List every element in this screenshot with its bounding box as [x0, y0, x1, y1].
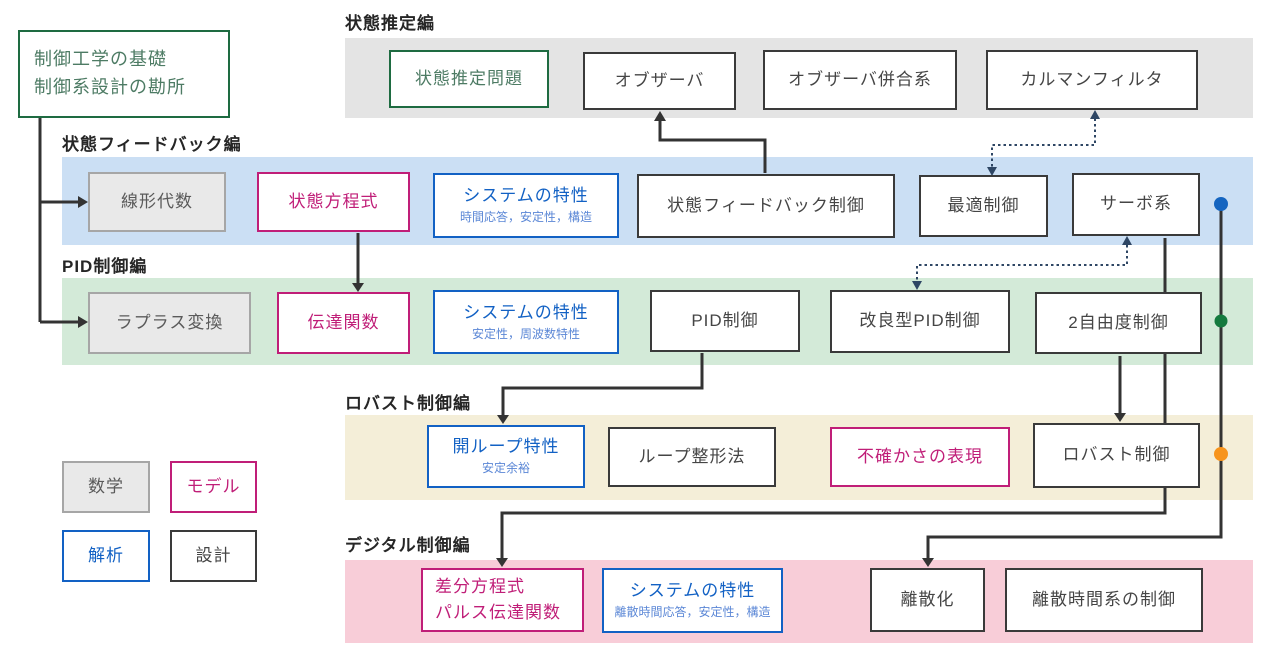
- node-sublabel: 安定性，周波数特性: [471, 326, 580, 341]
- legend-model: モデル: [170, 461, 257, 513]
- node-sublabel: 離散時間応答，安定性，構造: [614, 605, 771, 620]
- node-system-props-state-feedback: システムの特性 時間応答，安定性，構造: [433, 173, 619, 238]
- node-label: 2自由度制御: [1068, 312, 1169, 332]
- node-state-feedback-control: 状態フィードバック制御: [637, 174, 895, 238]
- node-laplace-transform: ラプラス変換: [88, 292, 251, 354]
- node-label: 最適制御: [947, 195, 1020, 215]
- node-label: システムの特性: [629, 581, 756, 601]
- node-label: 開ループ特性: [452, 437, 560, 457]
- node-label: 不確かさの表現: [857, 446, 983, 466]
- node-kalman-filter: カルマンフィルタ: [986, 50, 1198, 110]
- node-label: 状態推定問題: [415, 68, 523, 88]
- node-optimal-control: 最適制御: [919, 175, 1048, 237]
- node-label: 状態フィードバック制御: [667, 195, 865, 215]
- legend-label: 解析: [88, 545, 124, 565]
- node-difference-equation: 差分方程式 パルス伝達関数: [421, 568, 584, 632]
- node-discretization: 離散化: [870, 568, 985, 632]
- node-label: ロバスト制御: [1062, 445, 1171, 465]
- node-label: 伝達関数: [307, 312, 380, 332]
- legend-analysis: 解析: [62, 530, 150, 582]
- node-label: オブザーバ: [614, 70, 705, 90]
- node-label: ラプラス変換: [115, 312, 224, 332]
- node-state-equation: 状態方程式: [257, 172, 410, 232]
- section-label-estimation: 状態推定編: [345, 14, 435, 33]
- node-label: PID制御: [691, 310, 759, 330]
- node-intro: 制御工学の基礎 制御系設計の勘所: [18, 30, 230, 118]
- node-label: オブザーバ併合系: [788, 69, 932, 89]
- node-label: 線形代数: [121, 191, 193, 211]
- section-label-digital: デジタル制御編: [345, 536, 471, 555]
- legend-label: 数学: [88, 476, 124, 496]
- node-loop-shaping: ループ整形法: [608, 427, 776, 487]
- node-open-loop-props: 開ループ特性 安定余裕: [427, 425, 585, 488]
- node-observer-combined: オブザーバ併合系: [763, 50, 957, 110]
- node-label: 離散時間系の制御: [1032, 589, 1176, 609]
- intro-line: 制御系設計の勘所: [34, 77, 186, 97]
- node-uncertainty: 不確かさの表現: [830, 427, 1010, 487]
- section-label-state-feedback: 状態フィードバック編: [62, 135, 242, 154]
- node-sublabel: 安定余裕: [481, 461, 530, 476]
- node-transfer-function: 伝達関数: [277, 292, 410, 354]
- legend-label: モデル: [186, 476, 241, 496]
- legend-design: 設計: [170, 530, 257, 582]
- node-label: システムの特性: [463, 186, 589, 206]
- node-two-dof-control: 2自由度制御: [1035, 292, 1202, 354]
- node-label: パルス伝達関数: [435, 603, 561, 622]
- node-label: ループ整形法: [638, 446, 746, 466]
- node-sublabel: 時間応答，安定性，構造: [459, 210, 592, 225]
- node-system-props-digital: システムの特性 離散時間応答，安定性，構造: [602, 568, 783, 633]
- legend-math: 数学: [62, 461, 150, 513]
- section-label-pid: PID制御編: [62, 257, 148, 276]
- node-label: 離散化: [900, 589, 955, 609]
- node-discrete-time-control: 離散時間系の制御: [1005, 568, 1203, 632]
- node-linear-algebra: 線形代数: [88, 172, 226, 232]
- node-state-estimation-problem: 状態推定問題: [389, 50, 549, 108]
- node-robust-control: ロバスト制御: [1033, 423, 1200, 488]
- node-observer: オブザーバ: [583, 52, 736, 110]
- node-label: サーボ系: [1100, 194, 1172, 214]
- node-pid-control: PID制御: [650, 290, 800, 352]
- section-label-robust: ロバスト制御編: [345, 394, 471, 413]
- node-label: カルマンフィルタ: [1020, 69, 1164, 89]
- node-label: 改良型PID制御: [859, 311, 981, 331]
- node-label: 状態方程式: [288, 191, 379, 211]
- legend-label: 設計: [195, 545, 232, 565]
- node-label: 差分方程式: [435, 576, 525, 596]
- connector-milestone-line-to-discretization: [922, 204, 1223, 567]
- connector-two-dof-to-robust: [1114, 356, 1126, 422]
- node-servo-system: サーボ系: [1072, 173, 1200, 236]
- intro-line: 制御工学の基礎: [34, 49, 167, 70]
- node-label: システムの特性: [463, 302, 589, 322]
- node-system-props-pid: システムの特性 安定性，周波数特性: [433, 290, 619, 354]
- node-advanced-pid-control: 改良型PID制御: [830, 290, 1010, 353]
